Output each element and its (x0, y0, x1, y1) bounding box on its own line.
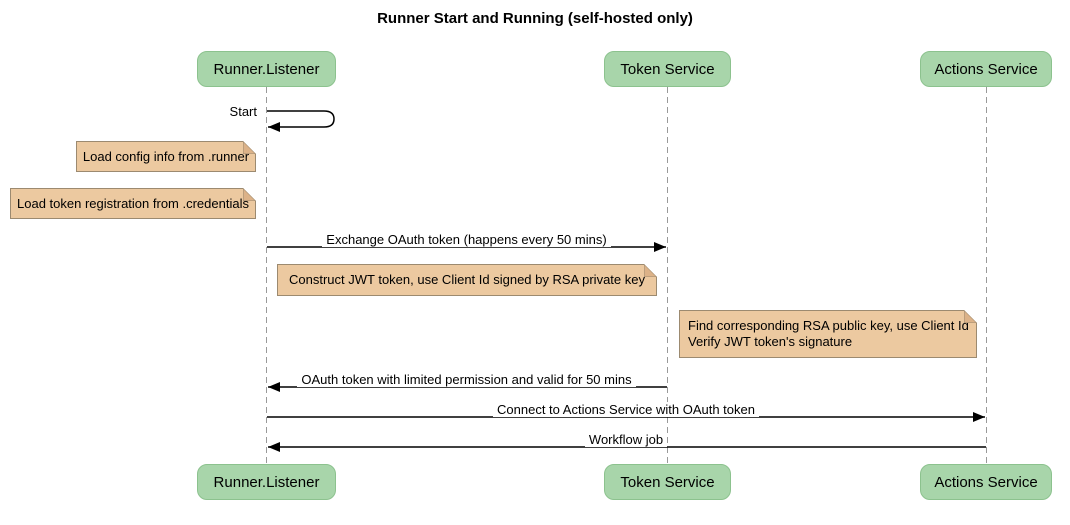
note-text: Construct JWT token, use Client Id signe… (289, 272, 645, 287)
note-fold-icon (964, 310, 977, 323)
message-label-exchange-oauth-token: Exchange OAuth token (happens every 50 m… (266, 232, 667, 247)
note-text: Verify JWT token's signature (688, 334, 853, 349)
actor-runner-listener-top: Runner.Listener (197, 51, 336, 87)
actor-actions-service-top: Actions Service (920, 51, 1052, 87)
message-label-text: Start (225, 104, 261, 119)
message-label-text: OAuth token with limited permission and … (297, 372, 636, 387)
note-fold-icon (644, 264, 657, 277)
note-load-config: Load config info from .runner (76, 141, 256, 172)
message-label-oauth-token-return: OAuth token with limited permission and … (266, 372, 667, 387)
message-label-workflow-job: Workflow job (266, 432, 986, 447)
note-fold-icon (243, 188, 256, 201)
actor-actions-service-bottom: Actions Service (920, 464, 1052, 500)
message-label-text: Workflow job (584, 432, 668, 447)
message-label-start: Start (180, 104, 261, 119)
message-label-text: Exchange OAuth token (happens every 50 m… (322, 232, 611, 247)
diagram-title: Runner Start and Running (self-hosted on… (377, 10, 693, 27)
note-text: Load token registration from .credential… (17, 195, 249, 211)
self-message-start-arrow (267, 110, 335, 132)
actor-token-service-top: Token Service (604, 51, 731, 87)
actor-token-service-bottom: Token Service (604, 464, 731, 500)
note-text: Load config info from .runner (82, 148, 250, 164)
note-text: Find corresponding RSA public key, use C… (688, 318, 969, 333)
message-label-connect-actions-service: Connect to Actions Service with OAuth to… (266, 402, 986, 417)
actor-runner-listener-bottom: Runner.Listener (197, 464, 336, 500)
note-verify-jwt: Find corresponding RSA public key, use C… (679, 310, 977, 358)
note-fold-icon (243, 141, 256, 154)
message-label-text: Connect to Actions Service with OAuth to… (493, 402, 759, 417)
note-load-token-registration: Load token registration from .credential… (10, 188, 256, 219)
note-construct-jwt: Construct JWT token, use Client Id signe… (277, 264, 657, 296)
